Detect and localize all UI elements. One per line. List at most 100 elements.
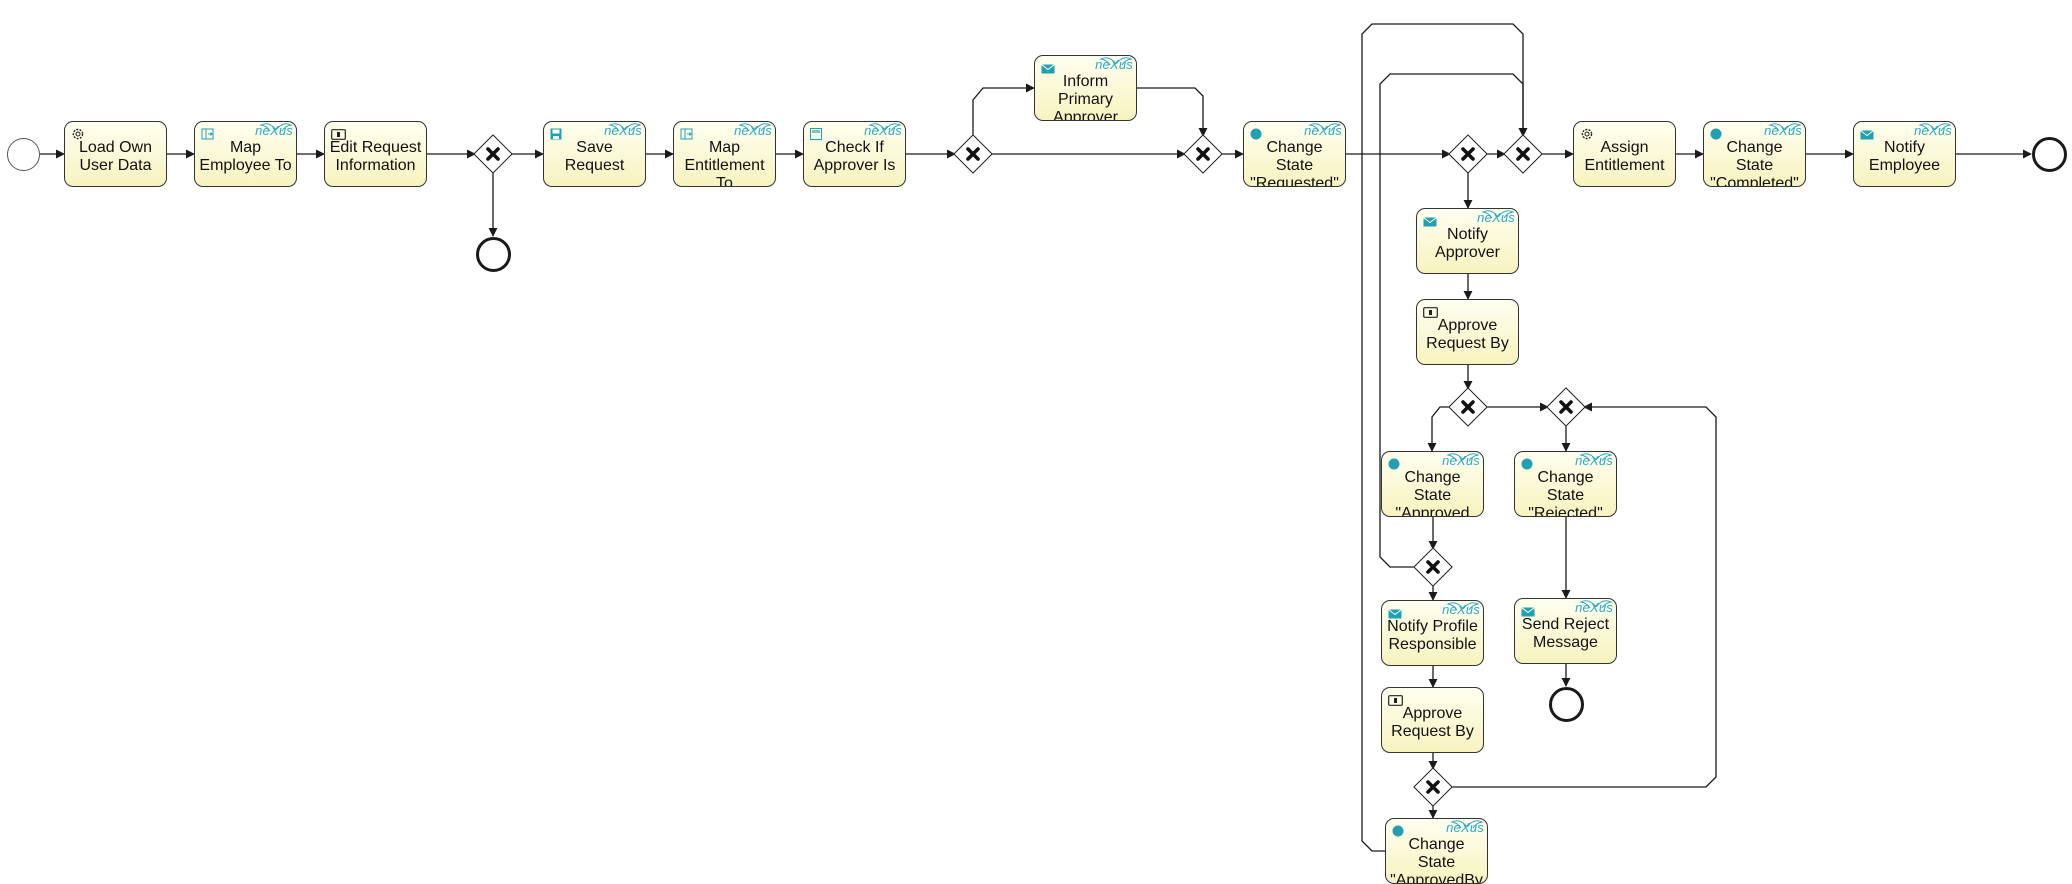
- nexus-badge: neXus: [1764, 123, 1802, 139]
- nexus-badge: neXus: [1575, 453, 1613, 469]
- task-label: Map Entitlement To: [684, 139, 765, 187]
- exclusive-gateway-g6[interactable]: [1448, 387, 1488, 427]
- nexus-badge-text: neXus: [1575, 453, 1613, 468]
- state-icon: [1250, 127, 1264, 140]
- nexus-badge: neXus: [1304, 123, 1342, 139]
- exclusive-gateway-g8[interactable]: [1413, 547, 1453, 587]
- exclusive-gateway-g4[interactable]: [1448, 134, 1488, 174]
- x-icon: [1426, 560, 1440, 574]
- state-icon: [1388, 457, 1402, 470]
- start-event-start[interactable]: [6, 137, 40, 171]
- flow-t19-to-g5[interactable]: [1361, 23, 1528, 852]
- envelope-icon: [1041, 61, 1055, 74]
- task-label: Change State "ApprovedBy: [1390, 836, 1483, 884]
- flow-g8-to-g5[interactable]: [1379, 73, 1528, 568]
- task-label: Assign Entitlement: [1584, 139, 1665, 174]
- nexus-badge-text: neXus: [1477, 210, 1515, 225]
- end-event-end3[interactable]: [1548, 686, 1584, 722]
- exclusive-gateway-g3[interactable]: [1183, 134, 1223, 174]
- nexus-badge-text: neXus: [1304, 123, 1342, 138]
- task-label: Edit Request Information: [329, 139, 422, 174]
- envelope-icon: [1860, 127, 1874, 140]
- nexus-badge-text: neXus: [734, 123, 772, 138]
- nexus-badge: neXus: [1442, 602, 1480, 618]
- task-label: Change State "Approved By: [1395, 469, 1470, 517]
- task-label: Save Request: [564, 139, 625, 174]
- task-label: Notify Profile Responsible: [1387, 618, 1478, 653]
- nexus-badge: neXus: [1446, 820, 1484, 836]
- mapping-icon: [201, 127, 215, 140]
- task-approve-request-by[interactable]: Approve Request By: [1381, 687, 1484, 753]
- task-assign-entitlement[interactable]: Assign Entitlement: [1573, 121, 1676, 187]
- nexus-badge-text: neXus: [1446, 820, 1484, 835]
- envelope-icon: [1423, 214, 1437, 227]
- end-event-end2[interactable]: [2031, 136, 2067, 172]
- state-icon: [1392, 824, 1406, 837]
- nexus-badge: neXus: [1914, 123, 1952, 139]
- task-label: Change State "Requested": [1250, 139, 1339, 187]
- x-icon: [966, 147, 980, 161]
- task-label: Approve Request By: [1391, 705, 1474, 740]
- x-icon: [1196, 147, 1210, 161]
- task-label: Check If Approver Is: [813, 139, 896, 174]
- gear-icon: [1580, 127, 1594, 140]
- flow-t7-to-g3[interactable]: [1137, 87, 1208, 137]
- exclusive-gateway-g5[interactable]: [1503, 134, 1543, 174]
- task-edit-request-information[interactable]: Edit Request Information: [324, 121, 427, 187]
- exclusive-gateway-g2[interactable]: [953, 134, 993, 174]
- gear-icon: [71, 127, 85, 140]
- task-label: Inform Primary Approver: [1053, 73, 1118, 121]
- state-icon: [1521, 457, 1535, 470]
- x-icon: [1516, 147, 1530, 161]
- flow-g9-to-g7[interactable]: [1451, 402, 1717, 788]
- nexus-badge: neXus: [255, 123, 293, 139]
- nexus-badge: neXus: [1477, 210, 1515, 226]
- exclusive-gateway-g9[interactable]: [1413, 767, 1453, 807]
- nexus-badge: neXus: [1575, 600, 1613, 616]
- nexus-badge: neXus: [734, 123, 772, 139]
- end-event-end1[interactable]: [475, 236, 511, 272]
- mapping-icon: [680, 127, 694, 140]
- nexus-badge-text: neXus: [1442, 602, 1480, 617]
- nexus-badge: neXus: [864, 123, 902, 139]
- task-label: Load Own User Data: [79, 139, 152, 174]
- x-icon: [486, 147, 500, 161]
- task-approve-request-by[interactable]: Approve Request By: [1416, 299, 1519, 365]
- exclusive-gateway-g1[interactable]: [473, 134, 513, 174]
- user-task-icon: [331, 127, 346, 140]
- flow-g6-to-t14[interactable]: [1427, 406, 1450, 452]
- exclusive-gateway-g7[interactable]: [1546, 387, 1586, 427]
- envelope-icon: [1521, 604, 1535, 617]
- flow-g2-to-t7[interactable]: [972, 83, 1035, 136]
- task-load-own-user-data[interactable]: Load Own User Data: [64, 121, 167, 187]
- x-icon: [1461, 147, 1475, 161]
- nexus-badge-text: neXus: [1095, 57, 1133, 72]
- nexus-badge-text: neXus: [1442, 453, 1480, 468]
- task-label: Map Employee To: [199, 139, 292, 174]
- envelope-icon: [1388, 606, 1402, 619]
- task-label: Change State "Rejected": [1528, 469, 1603, 517]
- task-label: Notify Approver: [1435, 226, 1500, 261]
- nexus-badge-text: neXus: [864, 123, 902, 138]
- nexus-badge: neXus: [1442, 453, 1480, 469]
- x-icon: [1426, 780, 1440, 794]
- x-icon: [1559, 400, 1573, 414]
- save-icon: [550, 127, 564, 140]
- nexus-badge-text: neXus: [604, 123, 642, 138]
- x-icon: [1461, 400, 1475, 414]
